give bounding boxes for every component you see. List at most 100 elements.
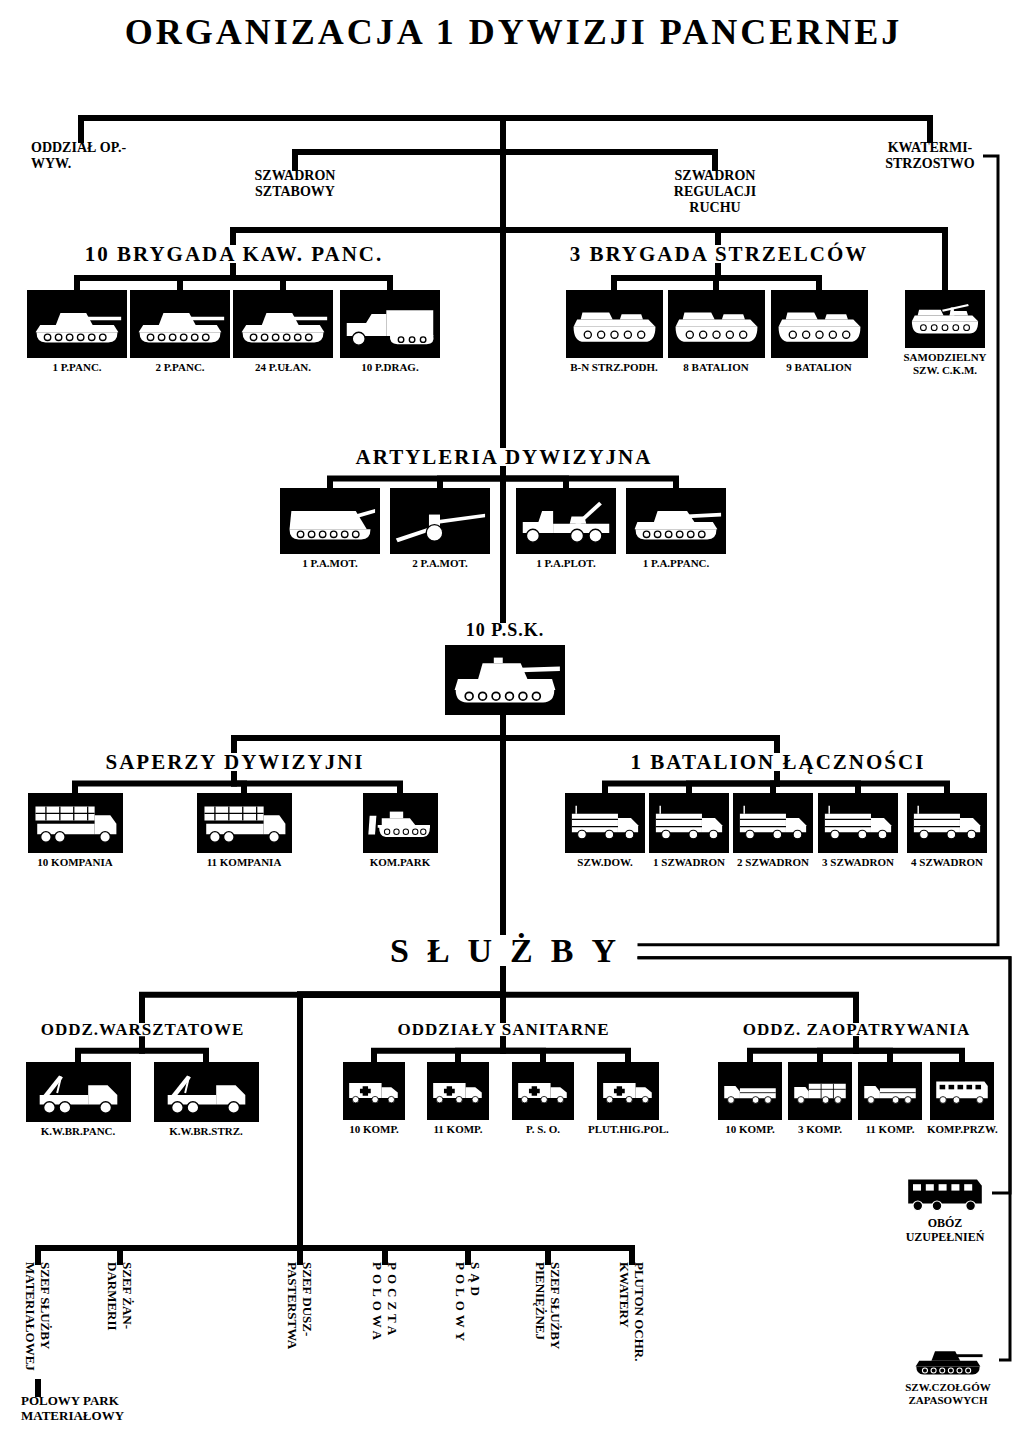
unit-box: 1 SZWADRON: [648, 793, 730, 869]
icon-box: [340, 290, 440, 358]
icon-box: [771, 290, 868, 358]
unit-label: 10 KOMP.: [349, 1123, 399, 1136]
unit-box: 8 BATALION: [667, 290, 766, 374]
icon-box: [363, 793, 438, 853]
unit-label: SZW.CZOŁGÓW ZAPASOWYCH: [898, 1381, 998, 1406]
unit-label: KOM.PARK: [370, 856, 431, 869]
org-connector: [142, 1040, 206, 1062]
service-label: SZEF SŁUŻBY PIENIĘŻNEJ: [529, 1262, 567, 1382]
org-connector: [330, 469, 503, 488]
vehicle-icon: [516, 1066, 570, 1116]
icon-box: [130, 290, 230, 358]
unit-name: KWATERMI- STRZOSTWO: [880, 140, 980, 172]
unit-name: SZWADRON REGULACJI RUCHU: [650, 168, 780, 216]
org-connector: [689, 774, 777, 793]
vehicle-icon: [31, 294, 123, 354]
icon-box: [390, 488, 490, 554]
unit-box: 10 P.DRAG.: [339, 290, 441, 374]
group-heading: 3 BRYGADA STRZELCÓW: [568, 242, 869, 266]
trunk-line: [500, 479, 506, 620]
unit-label: 1 P.A.PLOT.: [536, 557, 595, 570]
vehicle-icon: [737, 797, 809, 849]
unit-box: 11 KOMPANIA: [196, 793, 293, 869]
unit-box: 1 P.PANC.: [26, 290, 128, 374]
icon-box: [233, 290, 333, 358]
org-connector: [605, 774, 777, 793]
icon-box: [154, 1062, 259, 1122]
group-heading: 10 BRYGADA KAW. PANC.: [80, 242, 387, 266]
icon-box: [668, 290, 765, 358]
group-heading: ODDZ.WARSZTATOWE: [40, 1020, 245, 1040]
org-connector: [856, 1040, 962, 1062]
icon-box: [788, 1062, 852, 1120]
service-label: SZEF DUSZ- PASTERSTWA: [284, 1262, 315, 1382]
vehicle-icon: [862, 1066, 918, 1116]
unit-box: 10 KOMP.: [717, 1062, 783, 1136]
unit-label: 10 P.S.K.: [466, 620, 544, 641]
trunk-line: [295, 152, 715, 168]
icon-box: [512, 1062, 574, 1120]
service-label: PLUTON OCHR. KWATERY: [613, 1262, 651, 1382]
unit-box: KOM.PARK: [362, 793, 439, 869]
unit-label: SAMODZIELNY SZW. C.K.M.: [903, 351, 987, 376]
icon-box: [280, 488, 380, 554]
unit-box: K.W.BR.STRZ.: [153, 1062, 260, 1138]
icon-box: [445, 645, 565, 715]
unit-label: 1 P.A.MOT.: [302, 557, 358, 570]
connector-group: [38, 156, 1010, 1394]
unit-name: POLOWY PARK MATERIAŁOWY: [21, 1394, 141, 1424]
icon-box: [565, 793, 645, 853]
unit-label: 11 KOMP.: [433, 1123, 482, 1136]
vehicle-icon: [134, 294, 226, 354]
unit-box: SZW.DOW.: [564, 793, 646, 869]
vehicle-icon: [367, 797, 434, 849]
vehicle-icon: [32, 797, 119, 849]
icon-box: [818, 793, 898, 853]
org-connector: [614, 266, 718, 290]
org-connector: [234, 774, 400, 793]
vehicle-icon: [910, 1342, 986, 1378]
service-label: SZEF ŻAN- DARMERII: [101, 1262, 139, 1382]
unit-name: SZWADRON SZTABOWY: [242, 168, 348, 200]
group-heading: 1 BATALION ŁĄCZNOŚCI: [626, 750, 929, 774]
unit-name: ODDZIAŁ OP.-WYW.: [28, 140, 134, 172]
unit-label: 2 SZWADRON: [737, 856, 809, 869]
unit-box: 1 P.A.PLOT.: [515, 488, 617, 570]
unit-label: 8 BATALION: [683, 361, 748, 374]
unit-label: 1 P.PANC.: [52, 361, 101, 374]
group-heading: SAPERZY DYWIZYJNI: [103, 750, 364, 774]
group-heading: ARTYLERIA DYWIZYJNA: [354, 445, 653, 469]
unit-box: 10 KOMPANIA: [27, 793, 124, 869]
vehicle-icon: [570, 294, 659, 354]
service-label: PLUTON OCHR. KWATERY: [616, 1262, 647, 1382]
group-heading: 3 BRYGADA STRZELCÓW: [565, 242, 872, 266]
icon-box: [930, 1062, 994, 1120]
unit-box: K.W.BR.PANC.: [25, 1062, 132, 1138]
icon-box: [597, 1062, 659, 1120]
service-label: SĄD POLOWY: [449, 1262, 487, 1382]
service-label: POCZTA POLOWA: [366, 1262, 404, 1382]
icon-box: [427, 1062, 489, 1120]
unit-box: 9 BATALION: [770, 290, 869, 374]
vehicle-icon: [394, 492, 486, 550]
org-connector: [718, 266, 819, 290]
vehicle-icon: [792, 1066, 848, 1116]
icon-box: [26, 1062, 131, 1122]
org-connector: [120, 969, 503, 1262]
unit-box: SAMODZIELNY SZW. C.K.M.: [902, 290, 988, 376]
unit-label: 3 KOMP.: [798, 1123, 842, 1136]
vehicle-icon: [344, 294, 436, 354]
unit-label: B-N STRZ.PODH.: [570, 361, 658, 374]
icon-box: [905, 1172, 985, 1214]
reserve-unit: OBÓZ UZUPEŁNIEŃ: [898, 1172, 992, 1245]
service-label: SZEF ŻAN- DARMERII: [104, 1262, 135, 1382]
icon-box: [733, 793, 813, 853]
vehicle-icon: [775, 294, 864, 354]
org-connector: [233, 266, 390, 290]
unit-label: 10 KOMP.: [725, 1123, 775, 1136]
icon-box: [566, 290, 663, 358]
vehicle-icon: [934, 1066, 990, 1116]
service-label: SZEF DUSZ- PASTERSTWA: [281, 1262, 319, 1382]
service-label: SZEF SŁUŻBY MATERIAŁOWEJ: [19, 1262, 57, 1382]
